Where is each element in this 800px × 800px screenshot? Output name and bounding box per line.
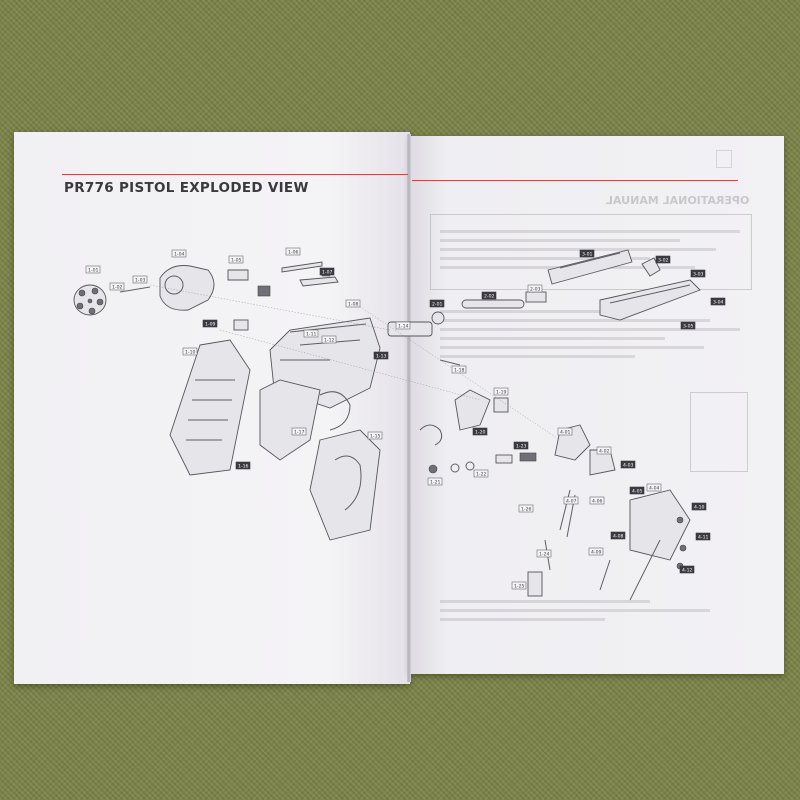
- frame-group: [259, 317, 381, 461]
- svg-text:1-07: 1-07: [322, 270, 333, 276]
- svg-text:1-01: 1-01: [88, 268, 99, 274]
- svg-text:1-12: 1-12: [324, 338, 335, 344]
- svg-text:4-06: 4-06: [592, 499, 603, 505]
- svg-text:2-02: 2-02: [484, 294, 495, 300]
- svg-text:1-02: 1-02: [112, 285, 123, 291]
- svg-text:1-26: 1-26: [521, 507, 532, 513]
- part-labels: 1-01 1-02 1-03 1-04 1-05 1-06 1-07 1-08 …: [85, 247, 726, 590]
- barrel-group: [387, 291, 547, 474]
- svg-text:4-10: 4-10: [694, 505, 705, 511]
- reverse-page-text-2: [440, 310, 740, 364]
- left-header-rule: [62, 174, 408, 175]
- svg-text:1-03: 1-03: [135, 278, 146, 284]
- svg-text:1-23: 1-23: [516, 444, 527, 450]
- svg-text:1-16: 1-16: [238, 464, 249, 470]
- svg-text:4-08: 4-08: [613, 534, 624, 540]
- reverse-page-box-2: [690, 392, 748, 472]
- page-title: PR776 PISTOL EXPLODED VIEW: [64, 180, 309, 196]
- svg-text:1-18: 1-18: [454, 368, 465, 374]
- svg-text:4-07: 4-07: [566, 499, 577, 505]
- svg-text:4-03: 4-03: [623, 463, 634, 469]
- cylinder-group: [73, 261, 339, 316]
- svg-text:1-25: 1-25: [514, 584, 525, 590]
- svg-text:1-14: 1-14: [398, 324, 409, 330]
- svg-text:1-05: 1-05: [231, 258, 242, 264]
- upper-slide-group: [547, 249, 701, 321]
- hammer-trigger-group: [527, 424, 691, 601]
- svg-text:1-17: 1-17: [294, 430, 305, 436]
- svg-text:3-04: 3-04: [713, 300, 724, 306]
- svg-text:4-04: 4-04: [649, 486, 660, 492]
- svg-text:4-09: 4-09: [591, 550, 602, 556]
- reverse-page-text-3: [440, 600, 740, 627]
- svg-text:2-01: 2-01: [432, 302, 443, 308]
- svg-text:3-02: 3-02: [658, 258, 669, 264]
- svg-text:4-12: 4-12: [682, 568, 693, 574]
- svg-text:1-09: 1-09: [205, 322, 216, 328]
- svg-text:3-05: 3-05: [683, 324, 694, 330]
- svg-text:1-04: 1-04: [174, 252, 185, 258]
- svg-text:1-22: 1-22: [476, 472, 487, 478]
- svg-text:2-03: 2-03: [530, 287, 541, 293]
- svg-text:1-11: 1-11: [306, 332, 317, 338]
- svg-text:1-24: 1-24: [539, 552, 550, 558]
- reverse-page-box: [430, 214, 752, 290]
- svg-text:4-02: 4-02: [599, 449, 610, 455]
- grip-group: [169, 319, 381, 541]
- svg-text:1-21: 1-21: [430, 480, 441, 486]
- svg-text:3-03: 3-03: [693, 272, 704, 278]
- svg-text:4-05: 4-05: [632, 489, 643, 495]
- booklet-spine: [407, 134, 411, 682]
- svg-text:4-01: 4-01: [560, 430, 571, 436]
- svg-text:1-19: 1-19: [496, 390, 507, 396]
- svg-text:1-13: 1-13: [376, 354, 387, 360]
- svg-text:1-10: 1-10: [185, 350, 196, 356]
- svg-text:3-01: 3-01: [582, 252, 593, 258]
- svg-text:1-15: 1-15: [370, 434, 381, 440]
- svg-text:1-08: 1-08: [348, 302, 359, 308]
- svg-text:1-20: 1-20: [475, 430, 486, 436]
- svg-text:1-06: 1-06: [288, 250, 299, 256]
- svg-text:4-11: 4-11: [698, 535, 709, 541]
- right-header-rule: [412, 180, 738, 181]
- reverse-page-tab: [716, 150, 732, 168]
